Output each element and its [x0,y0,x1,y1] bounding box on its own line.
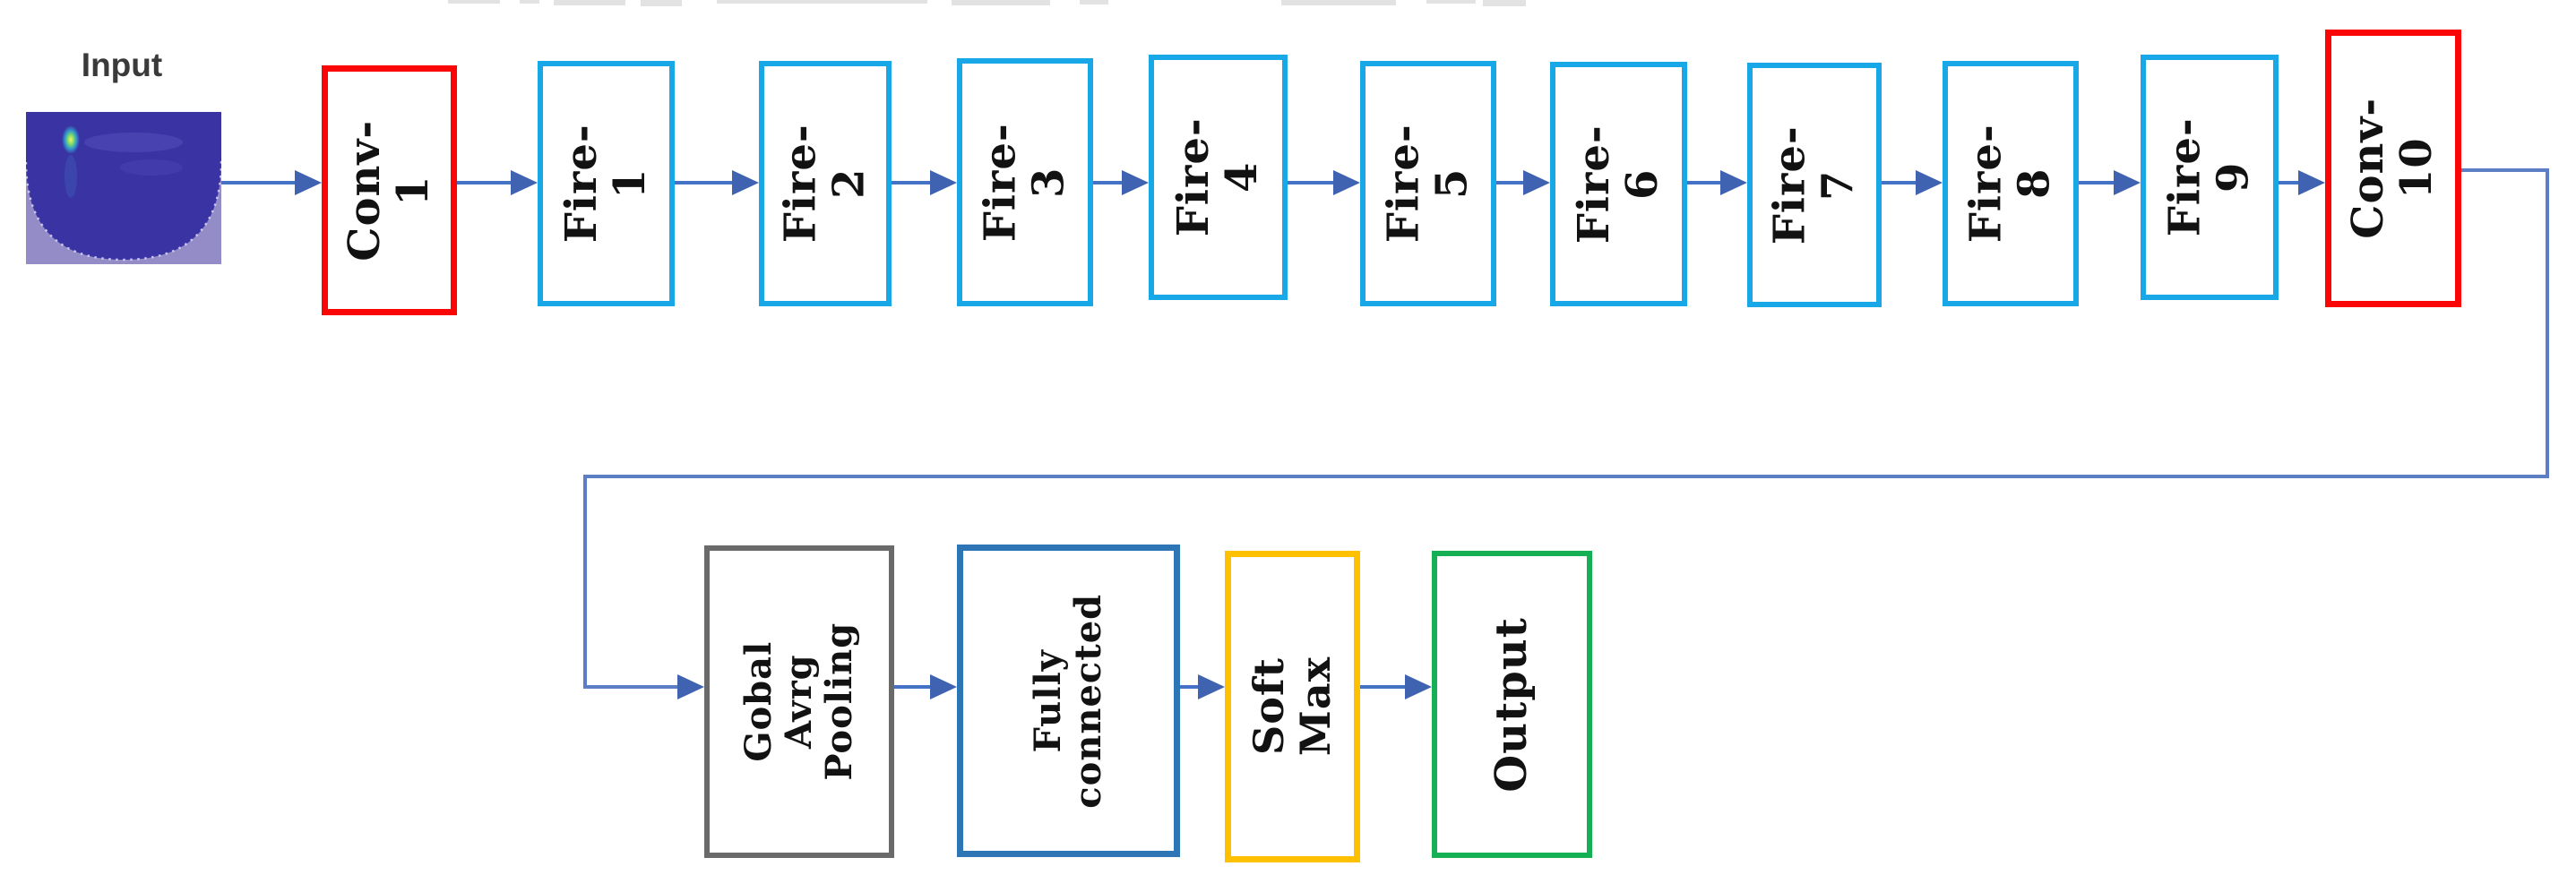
top-edge-artifact [448,0,500,4]
node-fire-1: Fire-1 [538,61,675,306]
arrow-head [2114,170,2141,195]
top-edge-artifact [1483,0,1526,6]
node-fire-4: Fire-4 [1149,55,1288,300]
node-fire-8: Fire-8 [1943,61,2079,306]
arrow-head [930,674,957,699]
top-edge-artifact [717,0,927,4]
node-conv-1: Conv-1 [322,65,457,315]
node-fire-6: Fire-6 [1550,62,1687,306]
arrow-head [677,674,704,699]
top-edge-artifact [520,0,539,4]
soft-max-label: Soft Max [1244,656,1340,757]
node-output: Output [1432,551,1592,858]
global-avg-pooling-label: Gobal Avrg Pooling [737,622,860,781]
thumbnail-smudge [84,133,183,152]
node-fully-connected: Fully connected [957,545,1180,857]
arrow-head [732,170,759,195]
node-fire-5: Fire-5 [1360,61,1496,306]
fire-1-label: Fire-1 [556,124,655,244]
input-spectrogram-image [26,112,221,264]
fire-5-label: Fire-5 [1378,124,1477,244]
fire-7-label: Fire-7 [1764,124,1863,245]
thumbnail-smudge [120,159,183,176]
fully-connected-label: Fully connected [1026,593,1109,809]
node-fire-7: Fire-7 [1747,63,1882,307]
thumbnail-hotspot [62,125,80,154]
arrow-head [1916,170,1943,195]
fire-2-label: Fire-2 [775,124,874,244]
output-label: Output [1486,616,1537,793]
node-fire-2: Fire-2 [759,61,892,306]
top-edge-artifact [1426,0,1476,4]
node-conv-10: Conv-10 [2325,30,2461,307]
fire-9-label: Fire-9 [2159,117,2258,237]
top-edge-artifact [554,0,625,5]
arrow-head [295,170,322,195]
fire-8-label: Fire-8 [1960,124,2059,244]
arrow-head [1523,170,1550,195]
top-edge-artifact [1281,0,1396,5]
thumbnail-streak [65,155,77,198]
top-edge-artifact [952,0,1050,5]
arrow-head [930,170,957,195]
node-global-avg-pooling: Gobal Avrg Pooling [704,545,894,858]
arrow-head [1720,170,1747,195]
top-edge-artifact [1080,0,1108,4]
conv-1-label: Conv-1 [339,119,438,262]
node-fire-9: Fire-9 [2141,55,2279,300]
fire-6-label: Fire-6 [1568,124,1667,244]
fire-4-label: Fire-4 [1167,117,1267,237]
top-edge-artifact [641,0,682,6]
input-label: Input [81,47,163,83]
arrow-head [1405,674,1432,699]
arrow-head [1122,170,1149,195]
fire-3-label: Fire-3 [975,122,1073,243]
conv-10-label: Conv-10 [2343,98,2442,239]
arrow-head [2298,170,2325,195]
thumbnail-dotted-edge [26,160,221,262]
arrow-head [1198,674,1225,699]
node-soft-max: Soft Max [1225,551,1360,862]
node-fire-3: Fire-3 [957,58,1093,306]
arrow-head [511,170,538,195]
arrow-head [1333,170,1360,195]
